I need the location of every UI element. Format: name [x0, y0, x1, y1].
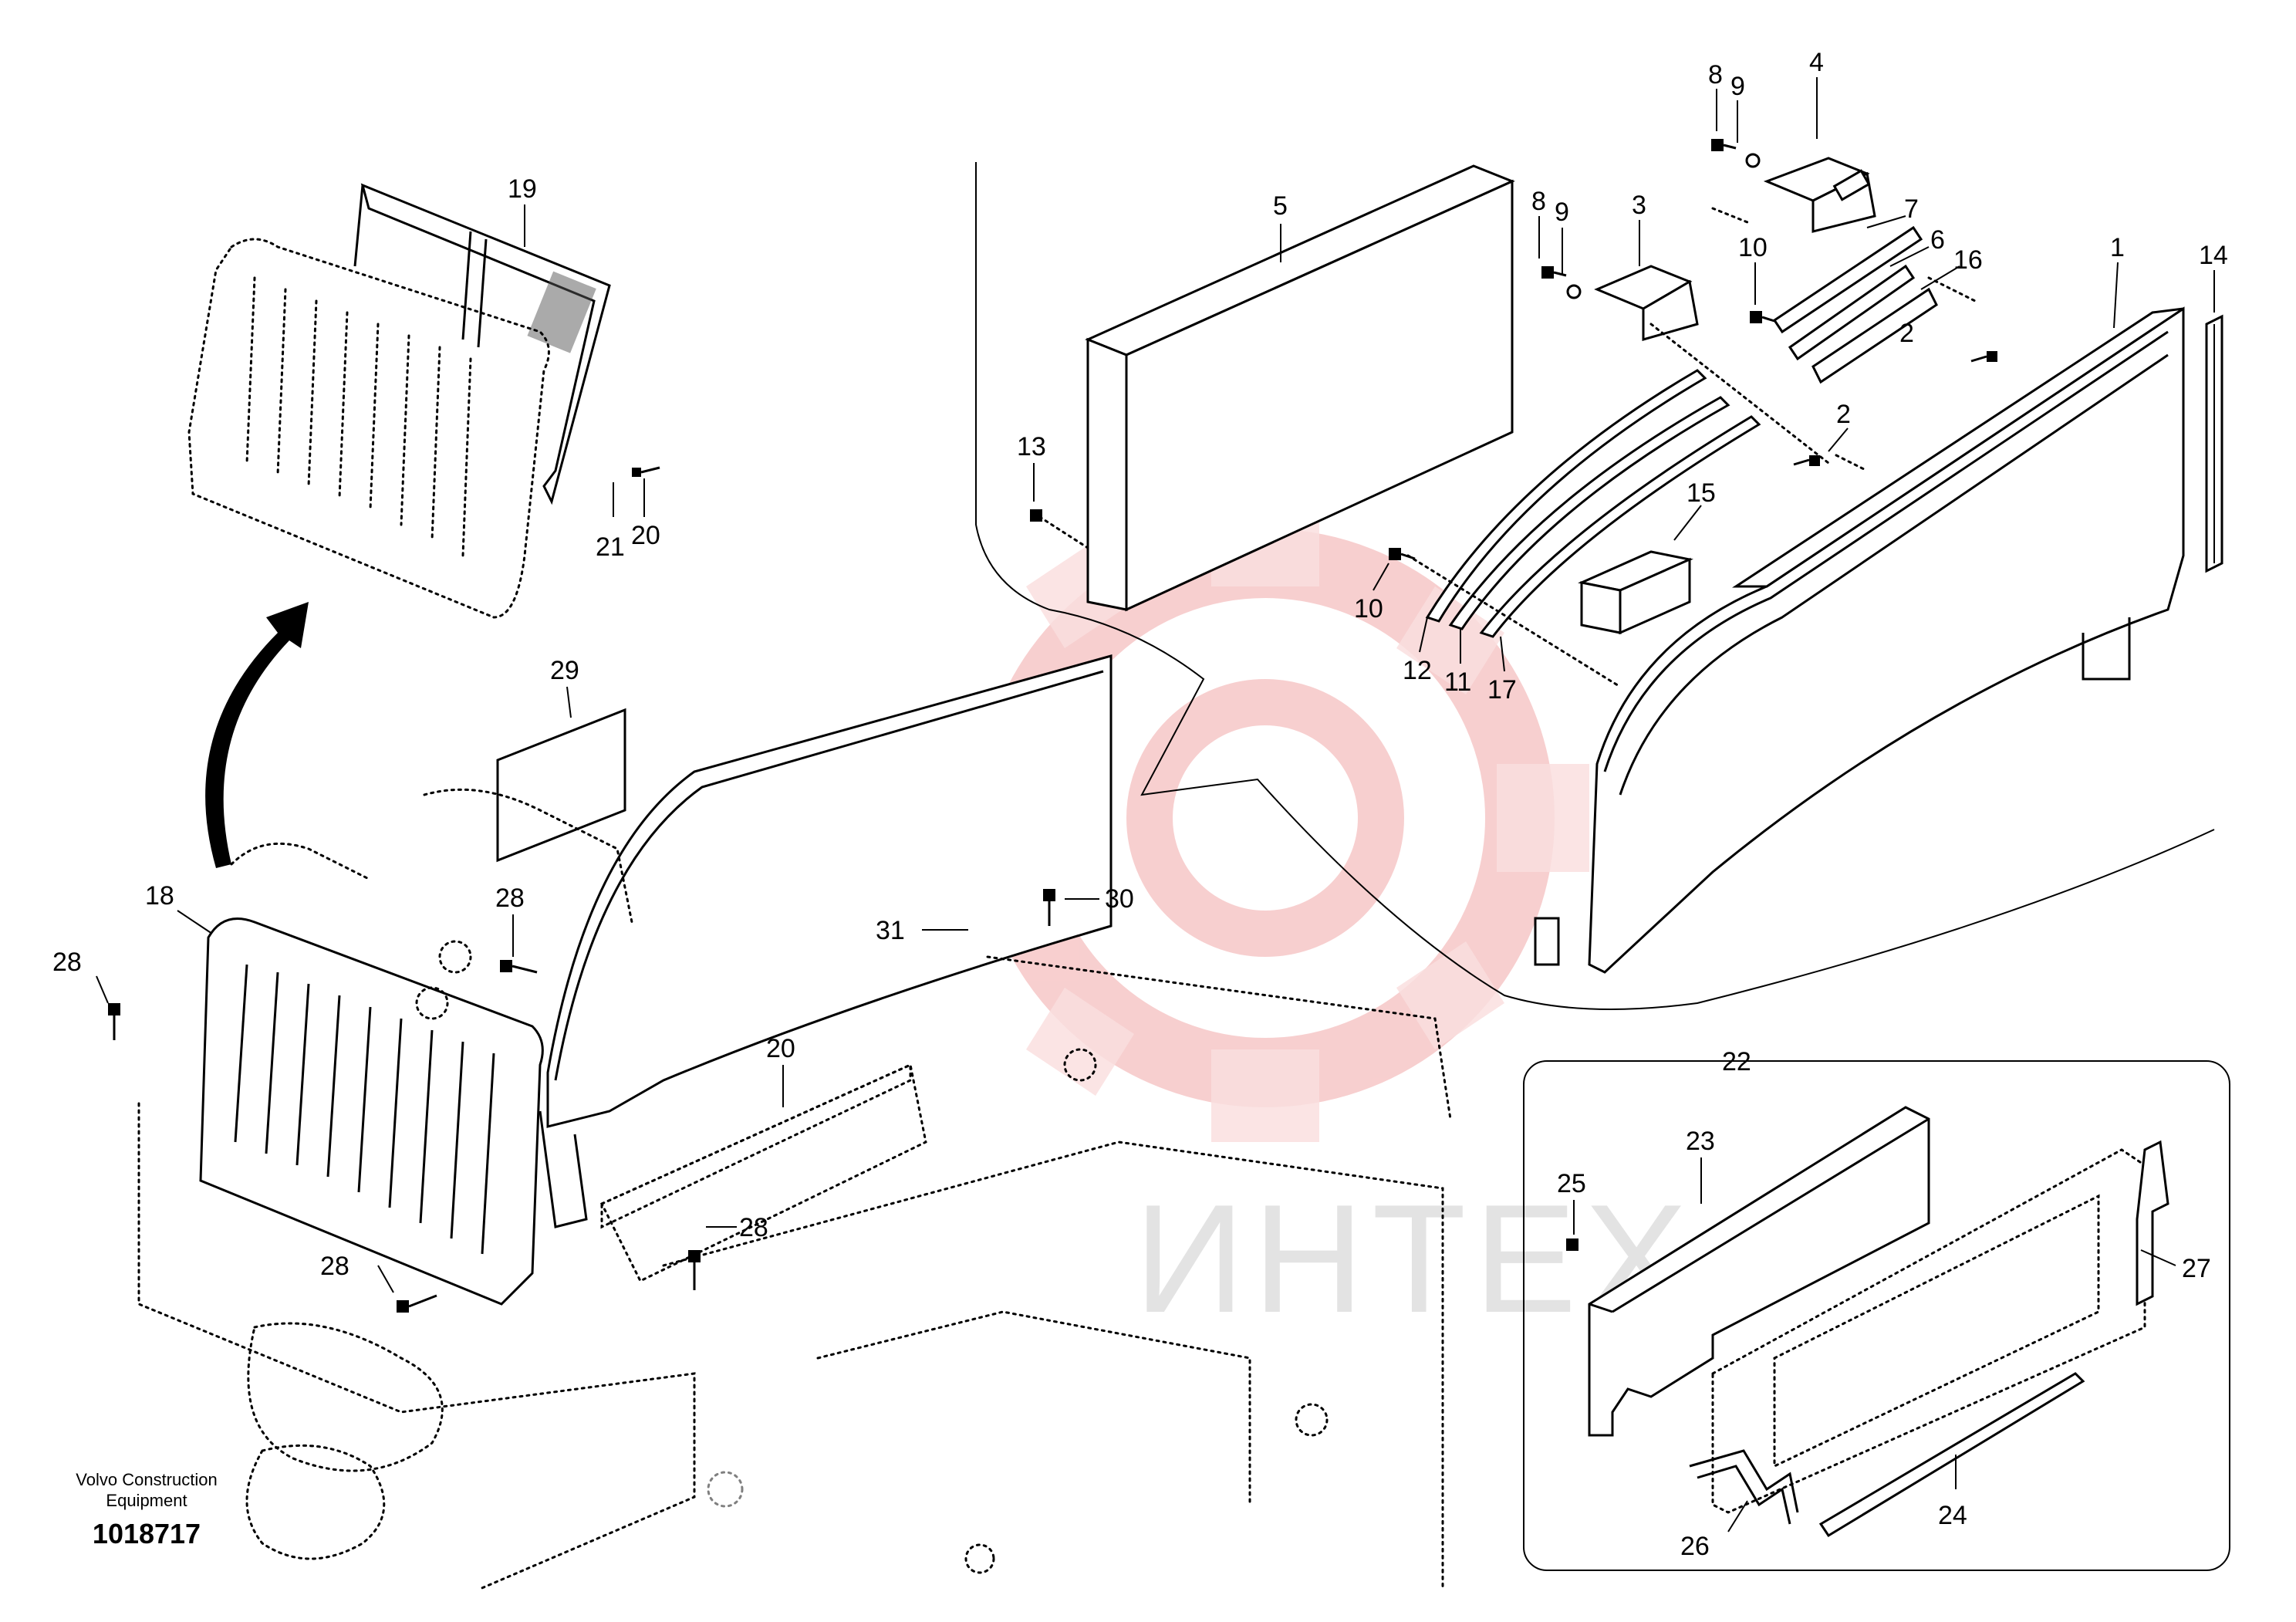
callout-17: 17 — [1487, 675, 1517, 705]
part-22-frame-dotted — [1711, 1148, 2146, 1514]
callout-11: 11 — [1444, 667, 1471, 697]
part-5-panel — [1085, 164, 1515, 612]
part-19-slats — [245, 276, 472, 557]
detail-boundary — [975, 162, 2215, 1010]
company-name-line2: Equipment — [106, 1491, 187, 1510]
callout-12: 12 — [1403, 656, 1432, 685]
callout-20: 20 — [631, 521, 660, 550]
part-15-block — [1578, 550, 1693, 635]
callout-4: 4 — [1809, 48, 1824, 77]
rotate-arrow — [205, 602, 309, 868]
bolt-10-top — [1750, 311, 1775, 323]
counterweight-front — [539, 654, 1113, 1228]
part-17-strip — [1479, 415, 1761, 638]
part-6-strip — [1788, 264, 1916, 361]
callout-28: 28 — [52, 948, 82, 977]
part-16-strip — [1811, 287, 1938, 384]
callout-28: 28 — [739, 1213, 768, 1242]
washer-9-top — [1745, 153, 1761, 168]
bolt-8-mid — [1541, 266, 1567, 279]
part-22-frame-dotted-2 — [1773, 1194, 2100, 1468]
callout-9: 9 — [1730, 72, 1745, 101]
bolt-8-top — [1711, 139, 1737, 151]
callout-8: 8 — [1708, 60, 1723, 90]
callout-23: 23 — [1686, 1127, 1715, 1156]
callout-3: 3 — [1632, 191, 1646, 220]
exploded-guides — [1032, 207, 1977, 688]
callout-31: 31 — [876, 916, 905, 945]
callout-leaders — [96, 77, 2215, 1532]
part-number: 1018717 — [93, 1518, 201, 1549]
callout-2: 2 — [1899, 319, 1914, 348]
part-27-clip — [2136, 1140, 2169, 1306]
callout-27: 27 — [2182, 1254, 2211, 1283]
part-12-strip — [1425, 369, 1707, 623]
callout-19: 19 — [508, 174, 537, 204]
bolt-28-center — [500, 960, 538, 974]
callout-29: 29 — [550, 656, 579, 685]
part-18-grille — [199, 917, 544, 1306]
callout-14: 14 — [2199, 241, 2228, 270]
callout-28: 28 — [495, 884, 525, 913]
callout-6: 6 — [1930, 225, 1945, 255]
callout-15: 15 — [1687, 478, 1716, 508]
part-3-hinge — [1594, 265, 1699, 341]
part-26-clip — [1689, 1449, 1799, 1525]
callout-20: 20 — [766, 1034, 795, 1063]
part-7-strip — [1772, 225, 1923, 334]
part-14-strip — [2205, 314, 2223, 573]
callout-labels: 19 20 21 5 13 8 9 4 8 9 3 10 7 6 16 1 14… — [52, 48, 2228, 1561]
part-1-counterweight — [1534, 306, 2185, 974]
callout-2: 2 — [1836, 400, 1851, 429]
company-name-line1: Volvo Construction — [76, 1470, 217, 1489]
callout-26: 26 — [1680, 1532, 1710, 1561]
callout-10: 10 — [1738, 233, 1768, 262]
bolt-2-a — [1970, 351, 1997, 363]
callout-25: 25 — [1557, 1169, 1586, 1198]
callout-13: 13 — [1017, 432, 1046, 461]
part-20-bar — [600, 1063, 912, 1229]
bolt-25 — [1566, 1238, 1578, 1251]
bolt-30 — [1043, 889, 1055, 926]
part-19-screen — [353, 183, 611, 505]
bolt-28-left — [108, 1003, 120, 1040]
callout-16: 16 — [1953, 245, 1983, 275]
callout-7: 7 — [1904, 194, 1919, 224]
callout-10: 10 — [1354, 594, 1383, 623]
callout-21: 21 — [596, 532, 625, 562]
washer-9-mid — [1566, 284, 1582, 299]
bolt-10-bottom — [1389, 548, 1416, 560]
part-4-hinge — [1763, 157, 1876, 233]
callout-24: 24 — [1938, 1501, 1967, 1530]
callout-9: 9 — [1555, 198, 1569, 227]
callout-28: 28 — [320, 1252, 349, 1281]
callout-1: 1 — [2110, 233, 2125, 262]
part-11-strip — [1448, 396, 1730, 630]
part-23-weight — [1588, 1106, 1930, 1437]
part-19-frame-dotted — [187, 238, 550, 619]
part-24-strip — [1818, 1372, 2085, 1538]
bolt-13 — [1030, 509, 1042, 522]
callout-5: 5 — [1273, 191, 1288, 221]
callout-22: 22 — [1722, 1047, 1751, 1076]
callout-18: 18 — [145, 881, 174, 911]
callout-30: 30 — [1105, 884, 1134, 914]
part-29-plate — [496, 708, 626, 863]
footer-block: Volvo Construction Equipment 1018717 — [76, 1470, 217, 1549]
callout-8: 8 — [1531, 187, 1546, 216]
bolt-2-b — [1793, 455, 1820, 466]
bolt-28-lower — [688, 1250, 701, 1290]
bolt-28-bottom — [397, 1294, 437, 1313]
bolt-20-21 — [632, 466, 660, 477]
